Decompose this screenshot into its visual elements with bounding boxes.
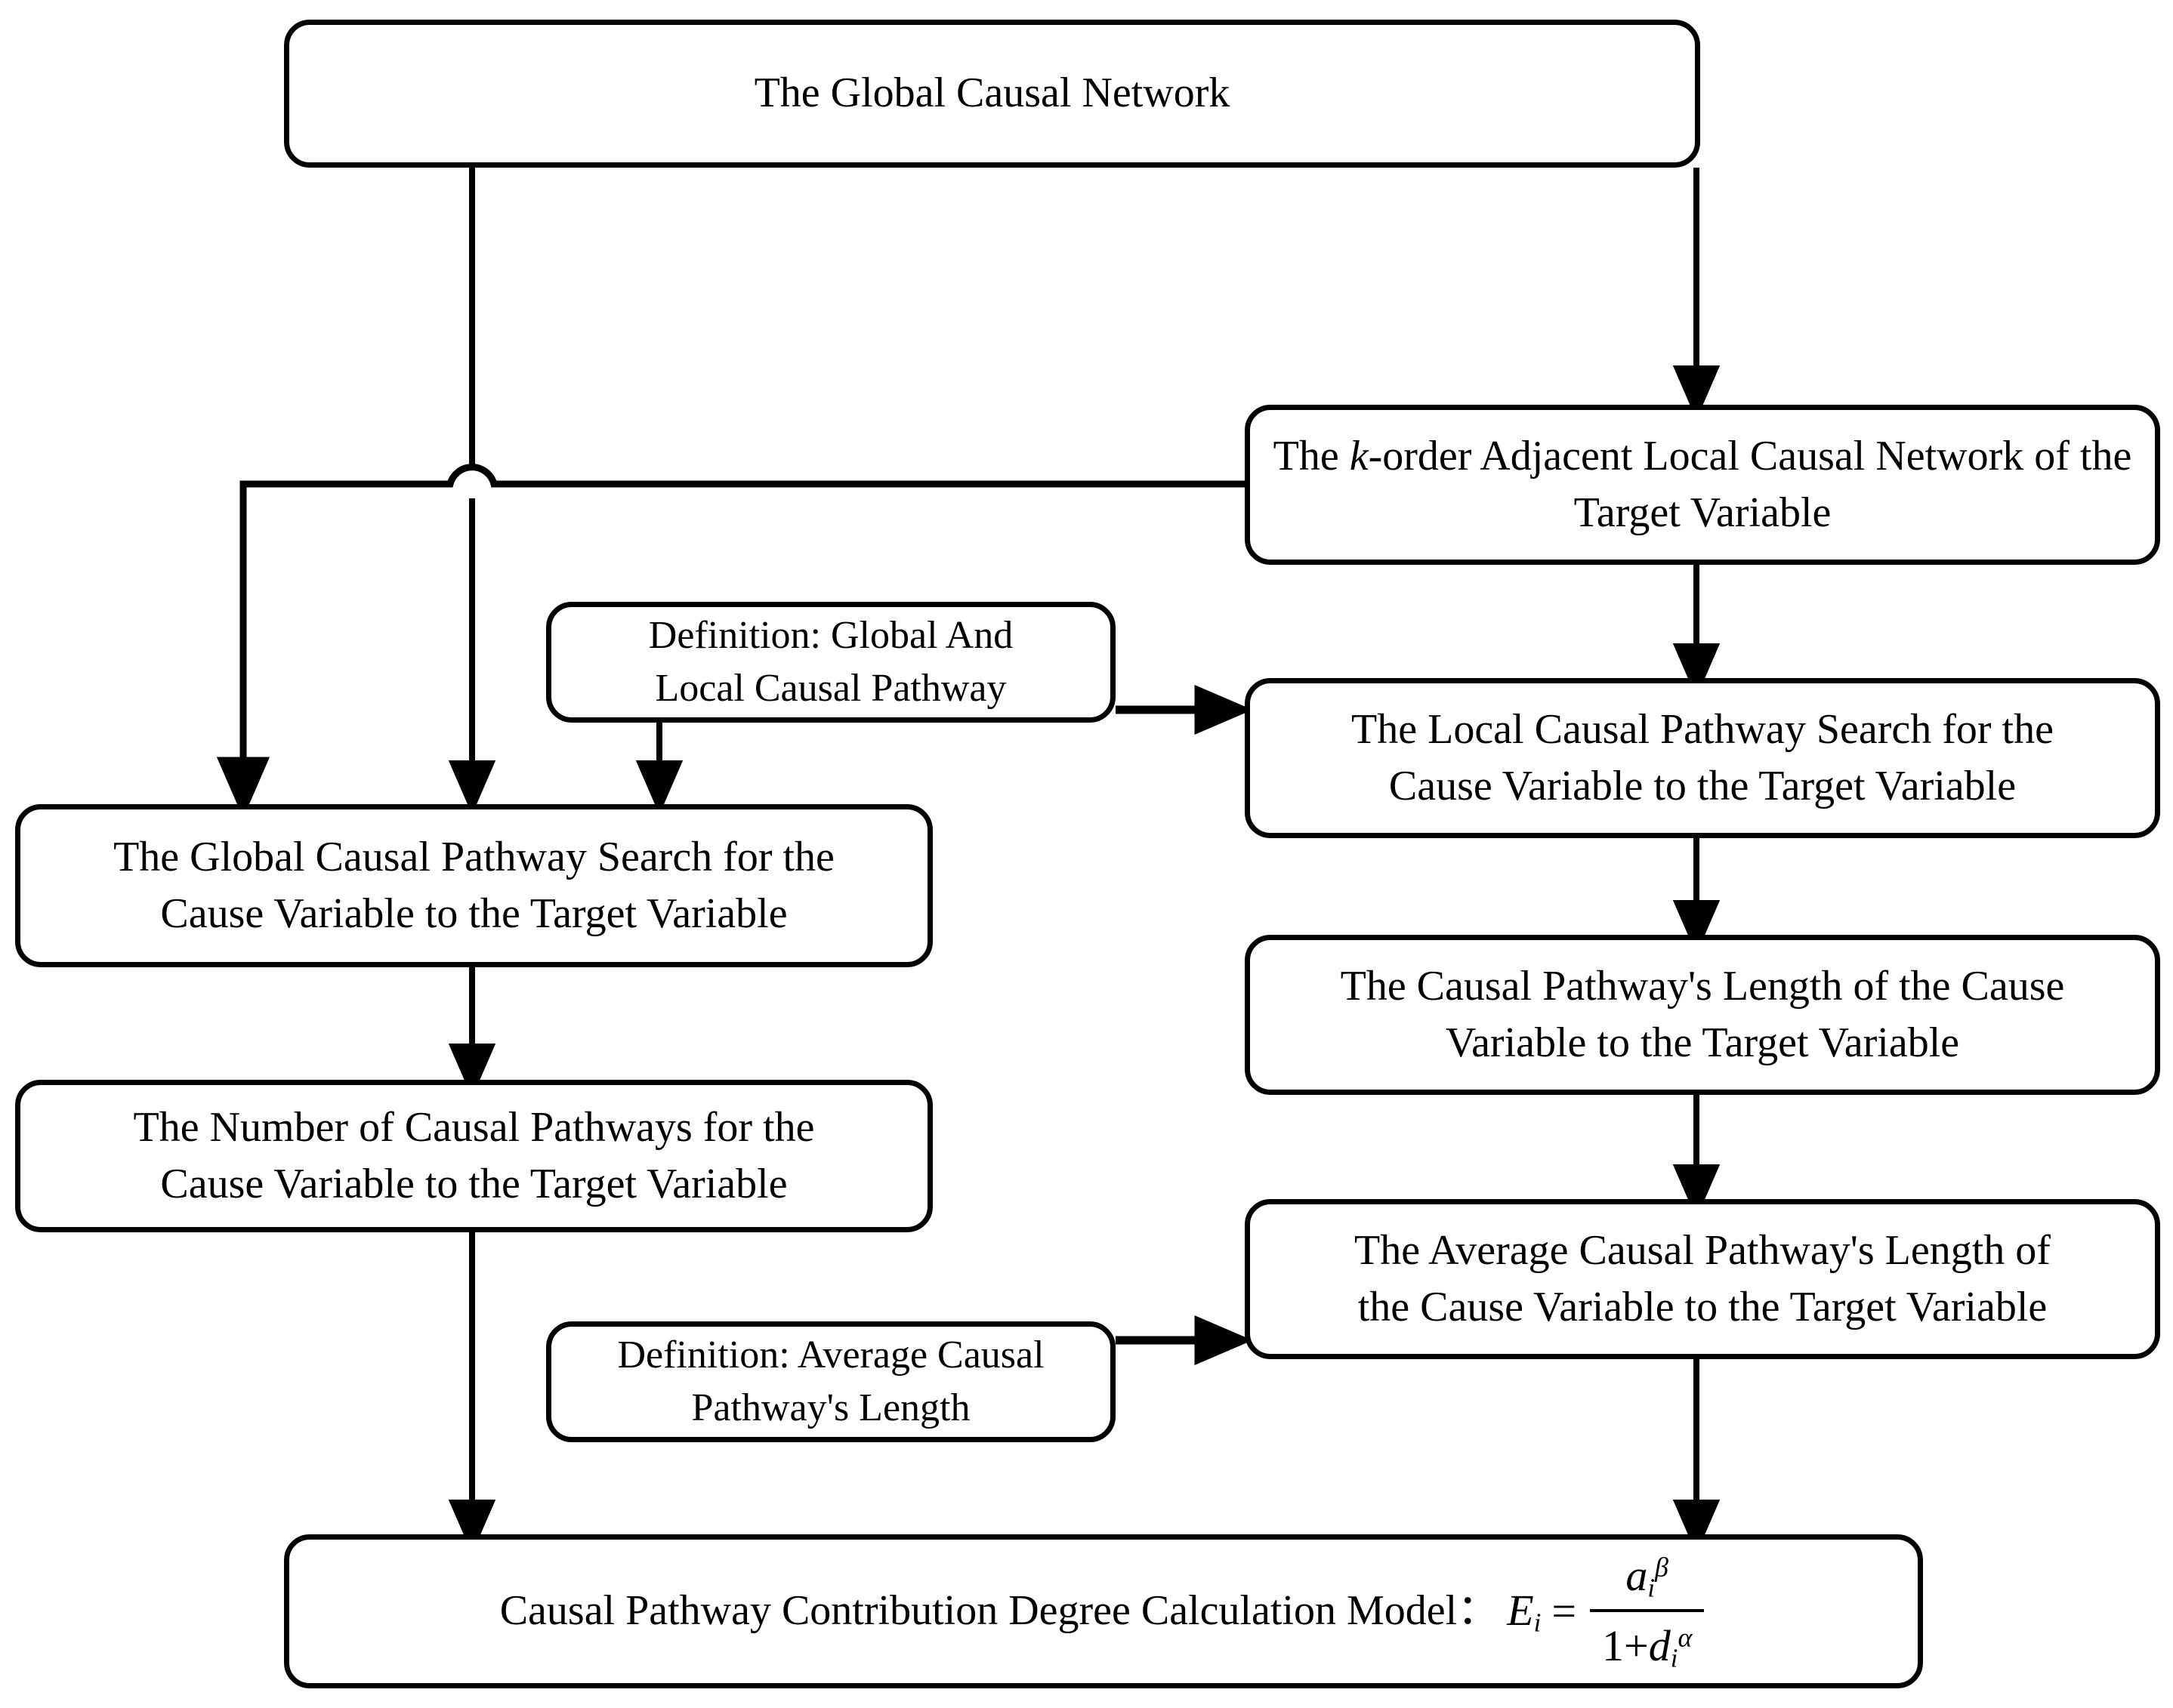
pathway-length-line2: Variable to the Target Variable — [1445, 1019, 1960, 1066]
definition-average-line1: Definition: Average Causal — [617, 1333, 1045, 1377]
global-search-line1: The Global Causal Pathway Search for the — [113, 833, 835, 880]
model-text: Causal Pathway Contribution Degree Calcu… — [499, 1587, 1500, 1635]
formula-den-sub: i — [1670, 1643, 1678, 1673]
node-causal-pathway-length[interactable]: The Causal Pathway's Length of the Cause… — [1245, 935, 2160, 1095]
formula-den-one: 1+ — [1602, 1621, 1649, 1670]
node-global-causal-network-label: The Global Causal Network — [754, 69, 1230, 117]
k-order-italic-k: k — [1349, 432, 1369, 479]
model-formula: Ei = aiβ 1+diα — [1507, 1546, 1707, 1677]
node-number-of-pathways-label: The Number of Causal Pathways for the Ca… — [40, 1099, 908, 1213]
formula-den-var: d — [1648, 1621, 1671, 1670]
local-search-line2: Cause Variable to the Target Variable — [1388, 763, 2017, 809]
local-search-line1: The Local Causal Pathway Search for the — [1351, 705, 2054, 753]
k-order-prefix: The — [1273, 432, 1350, 479]
average-length-line2: the Cause Variable to the Target Variabl… — [1357, 1284, 2048, 1330]
node-definition-average-causal-pathway-length[interactable]: Definition: Average Causal Pathway's Len… — [546, 1321, 1116, 1442]
node-local-causal-pathway-search[interactable]: The Local Causal Pathway Search for the … — [1245, 678, 2160, 838]
node-definition-average-label: Definition: Average Causal Pathway's Len… — [571, 1329, 1091, 1434]
node-global-pathway-search-label: The Global Causal Pathway Search for the… — [40, 829, 908, 942]
node-global-causal-network[interactable]: The Global Causal Network — [284, 20, 1700, 168]
pathway-length-line1: The Causal Pathway's Length of the Cause — [1340, 962, 2065, 1010]
formula-numerator: aiβ — [1613, 1546, 1681, 1609]
formula-den-sup: α — [1678, 1622, 1693, 1653]
number-pathways-line2: Cause Variable to the Target Variable — [160, 1161, 788, 1207]
node-definition-global-local-label: Definition: Global And Local Causal Path… — [571, 609, 1091, 714]
formula-lhs-sub: i — [1533, 1608, 1542, 1639]
formula-num-var: a — [1625, 1550, 1648, 1600]
definition-global-line2: Local Causal Pathway — [655, 667, 1007, 710]
definition-global-line1: Definition: Global And — [648, 614, 1014, 658]
node-local-pathway-search-label: The Local Causal Pathway Search for the … — [1270, 701, 2135, 815]
formula-num-sub: i — [1647, 1573, 1656, 1603]
node-k-order-adjacent-local-causal-network[interactable]: The k-order Adjacent Local Causal Networ… — [1245, 405, 2160, 565]
formula-lhs-var: E — [1507, 1586, 1534, 1636]
global-search-line2: Cause Variable to the Target Variable — [160, 890, 788, 937]
average-length-line1: The Average Causal Pathway's Length of — [1354, 1226, 2051, 1274]
node-model-label: Causal Pathway Contribution Degree Calcu… — [309, 1546, 1898, 1677]
node-k-order-label: The k-order Adjacent Local Causal Networ… — [1270, 428, 2135, 541]
number-pathways-line1: The Number of Causal Pathways for the — [133, 1103, 815, 1151]
formula-fraction: aiβ 1+diα — [1590, 1546, 1705, 1677]
node-pathway-length-label: The Causal Pathway's Length of the Cause… — [1270, 958, 2135, 1071]
node-average-causal-pathway-length[interactable]: The Average Causal Pathway's Length of t… — [1245, 1199, 2160, 1359]
formula-lhs: Ei — [1507, 1581, 1541, 1641]
formula-denominator: 1+diα — [1590, 1609, 1705, 1676]
node-definition-global-local-causal-pathway[interactable]: Definition: Global And Local Causal Path… — [546, 602, 1116, 723]
formula-equals: = — [1551, 1586, 1577, 1636]
node-global-causal-pathway-search[interactable]: The Global Causal Pathway Search for the… — [15, 804, 933, 967]
definition-average-line2: Pathway's Length — [691, 1386, 971, 1429]
k-order-suffix: -order Adjacent Local Causal Network of … — [1368, 432, 2132, 536]
node-average-pathway-length-label: The Average Causal Pathway's Length of t… — [1270, 1222, 2135, 1336]
formula-num-sup: β — [1655, 1552, 1668, 1582]
node-contribution-degree-model[interactable]: Causal Pathway Contribution Degree Calcu… — [284, 1534, 1923, 1688]
node-number-of-causal-pathways[interactable]: The Number of Causal Pathways for the Ca… — [15, 1080, 933, 1232]
